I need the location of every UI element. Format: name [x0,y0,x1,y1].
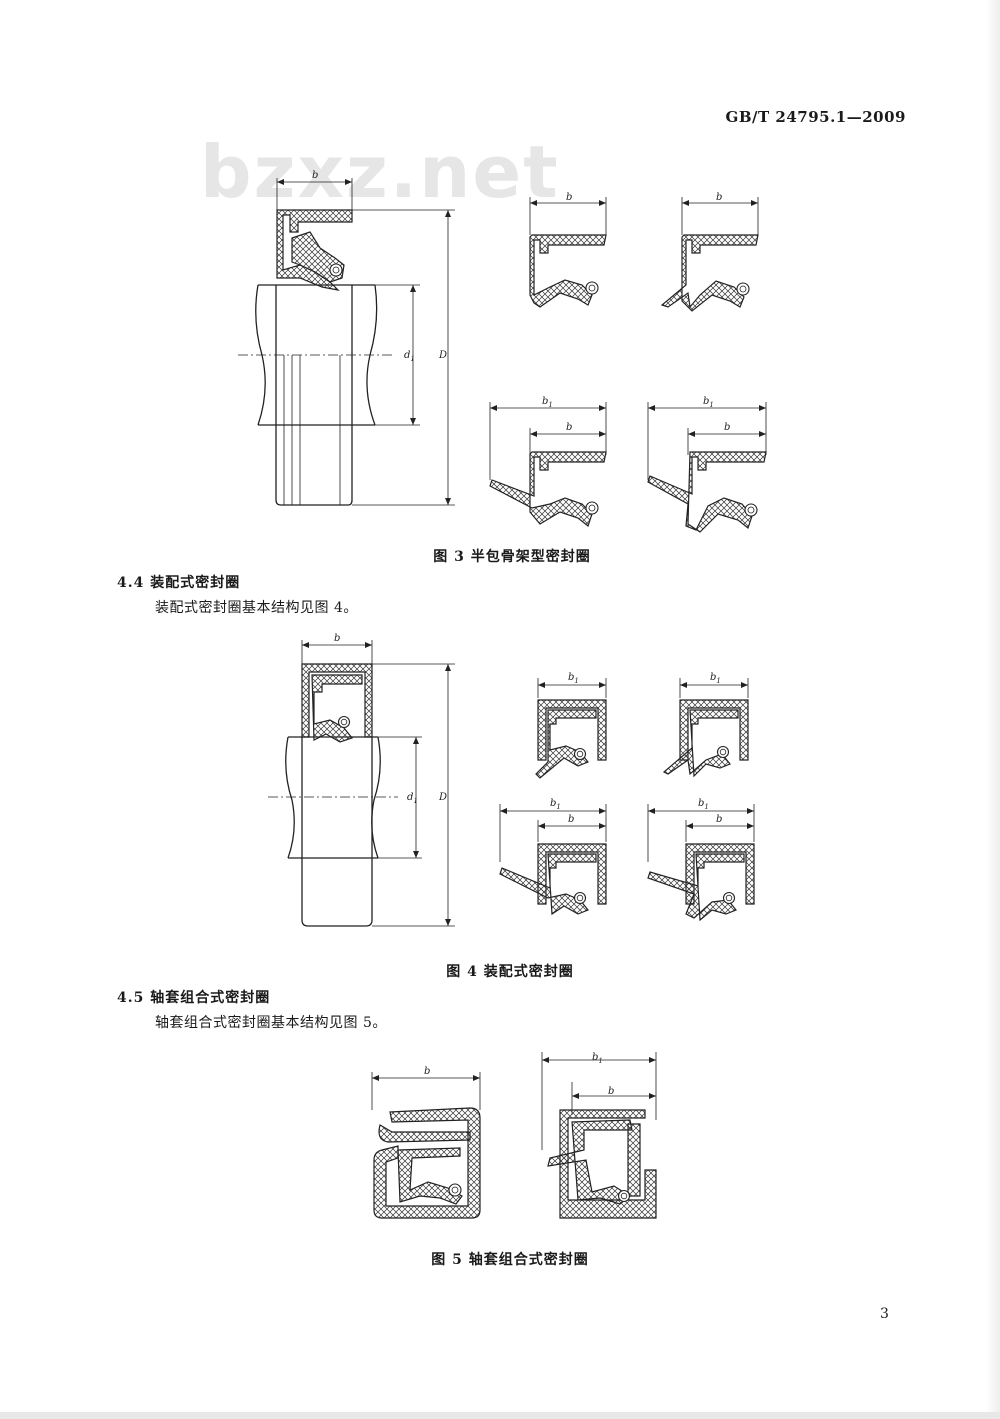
fig5-b-dim-b: b [608,1086,614,1097]
fig3-dim-b: b [312,170,318,181]
fig3-c-dim-b1: b1 [542,396,553,409]
fig3-c-dim-b: b [566,422,572,433]
figure3-section-a [529,197,607,308]
page-number: 3 [880,1306,889,1322]
figure4-section-a [535,678,607,779]
figure3-section-b [660,197,759,312]
fig3-b-dim-b: b [716,192,722,203]
figure5-section-a [371,1072,481,1219]
fig3-a-dim-b: b [566,192,572,203]
fig3-d-dim-b1: b1 [703,396,714,409]
figure3-section-c [489,402,607,528]
page-bottom-edge [0,1412,1000,1419]
fig3-dim-d1: d1 [404,350,415,363]
section-4-5-text: 轴套组合式密封圈基本结构见图 5。 [155,1015,387,1031]
section-4-4-text: 装配式密封圈基本结构见图 4。 [155,600,358,616]
fig5-b-dim-b1: b1 [592,1052,603,1065]
fig4-dim-d1: d1 [407,792,418,805]
figure4-section-b [662,678,749,778]
fig3-dim-D: D [438,350,447,361]
fig4-c-dim-b1: b1 [550,798,561,811]
figure5-caption: 图 5 轴套组合式密封圈 [431,1252,589,1268]
figure3-main-assembly [238,178,455,506]
fig4-c-dim-b: b [568,814,574,825]
figure5-section-b [541,1052,657,1219]
figure3-section-d [647,402,767,533]
figure3-caption: 图 3 半包骨架型密封圈 [433,549,591,565]
watermark: bzxz.net [200,130,560,214]
fig4-a-dim-b1: b1 [568,672,579,685]
figure4-main-assembly [268,640,455,927]
fig5-a-dim-b: b [424,1066,430,1077]
fig4-d-dim-b: b [716,814,722,825]
fig4-b-dim-b1: b1 [710,672,721,685]
fig3-d-dim-b: b [724,422,730,433]
section-4-4-heading: 4.4 装配式密封圈 [117,575,241,591]
figure4-section-d [647,804,755,922]
fig4-d-dim-b1: b1 [698,798,709,811]
figure4-caption: 图 4 装配式密封圈 [446,964,574,980]
fig4-dim-b: b [334,633,340,644]
fig4-dim-D: D [438,792,447,803]
page-edge-shadow [986,0,1000,1419]
standard-number: GB/T 24795.1—2009 [725,108,906,126]
figure4-section-c [499,804,607,916]
section-4-5-heading: 4.5 轴套组合式密封圈 [117,990,271,1006]
